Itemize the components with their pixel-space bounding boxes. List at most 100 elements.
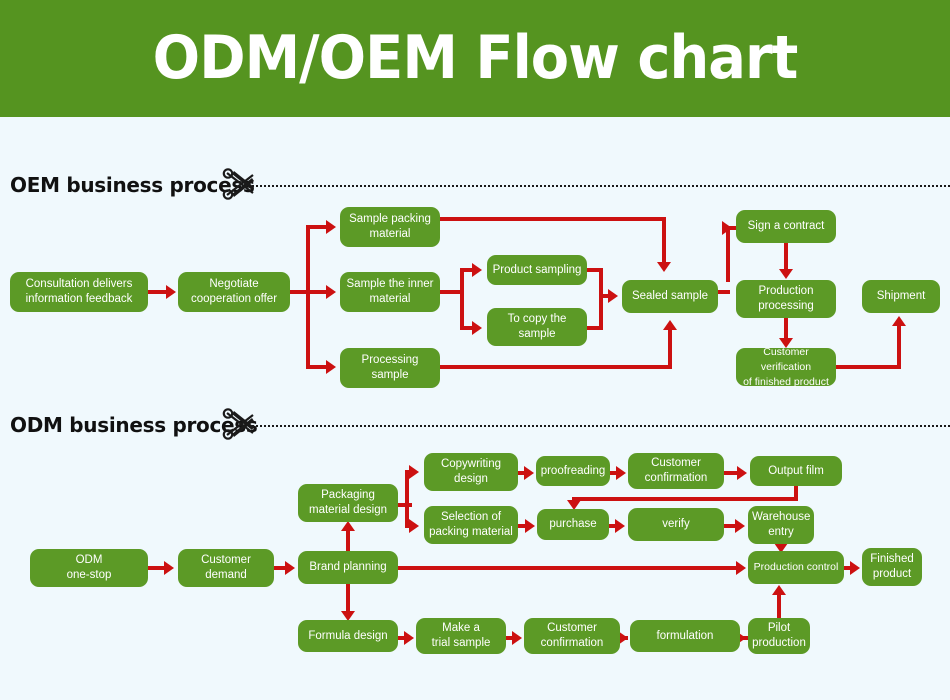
- box-oem-product-sampling[interactable]: Product sampling: [487, 255, 587, 285]
- arrow-proofreading-confirmation: [616, 466, 626, 480]
- arrow-trunk-sample-packing: [326, 220, 336, 234]
- conn-inner-split-vert: [460, 268, 464, 330]
- arrow-trunk-sample-inner: [326, 285, 336, 299]
- conn-purchase-verify: [609, 524, 617, 528]
- oem-sample-inner-line1: Sample the inner: [346, 278, 434, 290]
- arrow-production-finished: [850, 561, 860, 575]
- odm-one-stop-line1: ODM: [75, 554, 103, 566]
- arrow-output-film-purchase: [567, 500, 581, 510]
- odm-customer-conf-bot-line1: Customer: [547, 622, 597, 634]
- conn-selection-purchase: [518, 524, 528, 528]
- box-odm-selection-packing[interactable]: Selection of packing material: [424, 506, 518, 544]
- box-odm-proofreading[interactable]: proofreading: [536, 456, 610, 486]
- odm-formulation-line1: formulation: [656, 629, 714, 642]
- conn-verify-warehouse: [724, 524, 736, 528]
- conn-merge-sealed: [599, 294, 610, 298]
- conn-formula-trial: [398, 636, 406, 640]
- box-oem-sign-contract[interactable]: Sign a contract: [736, 210, 836, 243]
- arrow-merge-sealed: [608, 289, 618, 303]
- conn-verification-shipment-up: [897, 325, 901, 367]
- odm-finished-product-line1: Finished: [870, 553, 914, 565]
- conn-output-film-left-run: [572, 497, 798, 501]
- box-odm-one-stop[interactable]: ODM one-stop: [30, 549, 148, 587]
- oem-sample-inner-line2: material: [369, 293, 411, 305]
- conn-trial-confirmation: [506, 636, 514, 640]
- conn-packaging-copywriting: [405, 470, 411, 474]
- arrow-verification-shipment: [892, 316, 906, 326]
- arrow-brand-formula: [341, 611, 355, 621]
- arrow-warehouse-production: [774, 543, 788, 553]
- arrow-inner-product-sampling: [472, 263, 482, 277]
- conn-processing-bottom-run: [440, 365, 672, 369]
- box-odm-formulation[interactable]: formulation: [630, 620, 740, 652]
- odm-one-stop-line2: one-stop: [66, 569, 112, 581]
- scissors-icon: [220, 168, 268, 205]
- odm-warehouse-entry-line1: Warehouse: [752, 511, 811, 523]
- arrow-formula-trial: [404, 631, 414, 645]
- oem-consultation-line1: Consultation delivers: [25, 278, 133, 290]
- box-odm-brand-planning[interactable]: Brand planning: [298, 551, 398, 584]
- scissors-icon: [220, 408, 268, 445]
- arrow-packing-sealed: [657, 262, 671, 272]
- conn-negotiate-trunk: [290, 290, 310, 294]
- arrow-consultation-negotiate: [166, 285, 176, 299]
- conn-production-verification: [784, 318, 788, 340]
- arrow-confirmation-output-film: [737, 466, 747, 480]
- oem-processing-sample-line2: sample: [371, 369, 409, 381]
- conn-trunk-sample-packing: [306, 225, 328, 229]
- conn-onestop-demand: [148, 566, 166, 570]
- conn-production-finished: [844, 566, 852, 570]
- conn-sign-production: [784, 243, 788, 271]
- box-odm-purchase[interactable]: purchase: [537, 509, 609, 540]
- conn-product-sampling-merge: [587, 268, 603, 272]
- odm-copywriting-line2: design: [454, 473, 488, 485]
- conn-confirmation-output-film: [724, 471, 738, 475]
- odm-selection-packing-line2: packing material: [429, 526, 513, 538]
- box-oem-sample-inner[interactable]: Sample the inner material: [340, 272, 440, 312]
- oem-processing-sample-line1: Processing: [361, 354, 419, 366]
- conn-up-to-sign-contract: [726, 226, 739, 230]
- arrow-trunk-processing-sample: [326, 360, 336, 374]
- box-odm-formula-design[interactable]: Formula design: [298, 620, 398, 652]
- conn-proofreading-confirmation: [610, 471, 618, 475]
- conn-verification-shipment-run: [836, 365, 901, 369]
- page-title: ODM/OEM Flow chart: [152, 23, 799, 93]
- odm-packaging-design-line2: material design: [309, 504, 387, 516]
- conn-inner-copy-sample: [460, 326, 474, 330]
- box-odm-verify[interactable]: verify: [628, 508, 724, 541]
- box-oem-shipment[interactable]: Shipment: [862, 280, 940, 313]
- oem-section-title: OEM business process: [10, 173, 255, 197]
- conn-inner-split: [440, 290, 464, 294]
- arrow-demand-brand: [285, 561, 295, 575]
- oem-sealed-sample-line1: Sealed sample: [631, 290, 709, 302]
- box-oem-sealed-sample[interactable]: Sealed sample: [622, 280, 718, 313]
- conn-packaging-split-vert: [405, 470, 409, 528]
- box-odm-output-film[interactable]: Output film: [750, 456, 842, 486]
- box-oem-processing-sample[interactable]: Processing sample: [340, 348, 440, 388]
- conn-oem-split-trunk: [306, 225, 310, 365]
- arrow-formulation-pilot: [736, 631, 746, 645]
- oem-sample-packing-line1: Sample packing: [349, 213, 431, 225]
- box-odm-production-control[interactable]: Production control: [748, 551, 844, 584]
- odm-customer-conf-top-line2: confirmation: [644, 472, 708, 484]
- odm-production-control-line1: Production control: [753, 561, 839, 573]
- oem-sign-contract-line1: Sign a contract: [747, 220, 825, 232]
- arrow-copywriting-proofreading: [524, 466, 534, 480]
- odm-cut-line: [252, 425, 950, 427]
- odm-selection-packing-line1: Selection of: [440, 511, 502, 523]
